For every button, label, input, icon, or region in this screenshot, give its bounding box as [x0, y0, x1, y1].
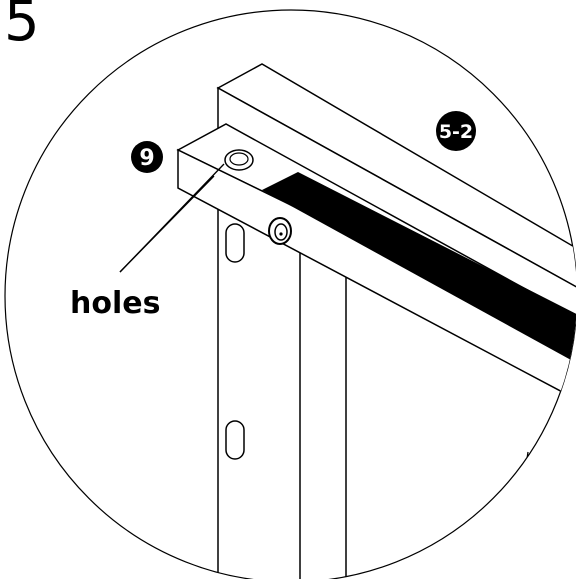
- rail-gap-strip: [262, 172, 576, 376]
- top-hole-inner: [229, 152, 249, 166]
- part-5-2-label: 5-2: [439, 121, 473, 143]
- panel-slot-upper: [225, 223, 245, 263]
- part-9-label: 9: [139, 146, 154, 171]
- part-5-2-badge: 5-2: [436, 111, 476, 151]
- side-panel: [217, 200, 347, 579]
- holes-callout-label: holes: [70, 286, 160, 321]
- holes-leader-2: [119, 163, 225, 273]
- part-9-badge: 9: [131, 141, 163, 173]
- step-number: 5: [4, 0, 40, 54]
- detail-contents: [119, 63, 576, 579]
- cam-lock: [268, 217, 292, 245]
- lower-right-edge-a: [539, 448, 576, 461]
- panel-slot-lower: [225, 420, 245, 460]
